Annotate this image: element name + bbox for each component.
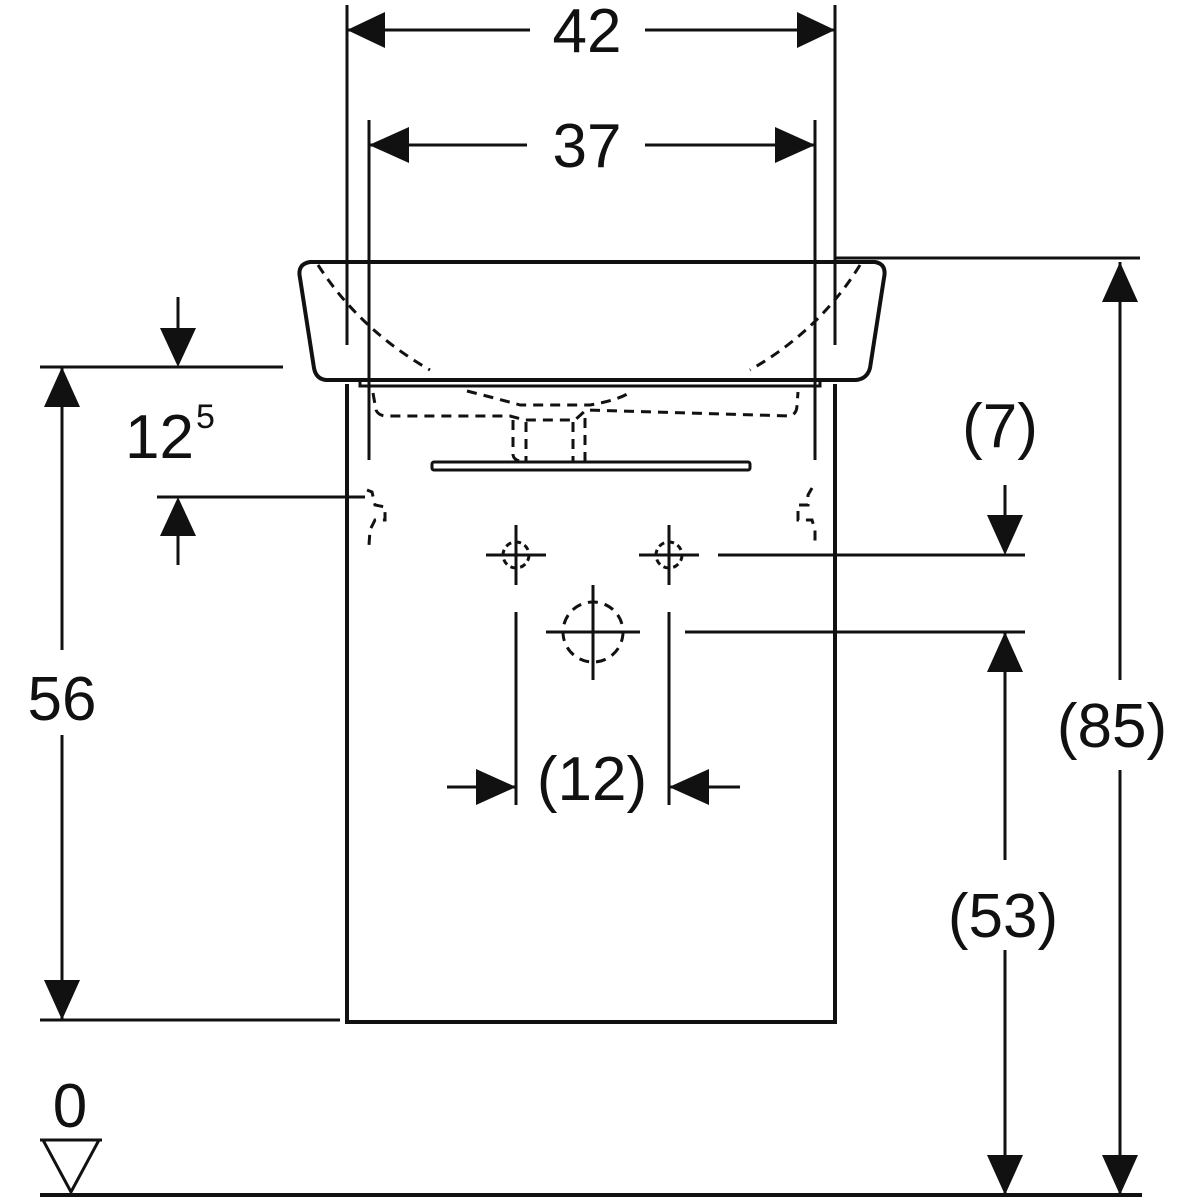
tap-hole-right [639, 525, 699, 585]
basin-bowl-hidden [316, 264, 862, 372]
siphon-hidden [511, 418, 587, 463]
drawer-handle [430, 460, 752, 472]
wall-bracket-left [366, 488, 387, 546]
vanity-top-plate [358, 378, 822, 388]
dim-basin-depth: 12 5 [40, 297, 365, 565]
dim-56-label: 56 [28, 665, 97, 734]
tap-hole-left [486, 525, 546, 585]
dim-12-hole-label: (12) [537, 745, 647, 814]
washbasin-outline [297, 260, 887, 382]
dim-85-label: (85) [1057, 692, 1167, 761]
dim-tap-offset: (7) [718, 392, 1038, 557]
vanity-cabinet [345, 384, 837, 1024]
dim-37-label: 37 [553, 112, 622, 181]
floor-level: 0 [40, 1072, 1142, 1197]
waste-hole [546, 585, 640, 680]
dim-waste-height: (53) [685, 630, 1058, 1195]
dim-12-label: 12 [125, 403, 194, 472]
dim-total-height: (85) [835, 256, 1167, 1195]
dim-12-superscript: 5 [196, 398, 215, 436]
dim-42-label: 42 [553, 0, 622, 66]
svg-text:12: 12 [125, 403, 194, 472]
dim-inner-width: 37 [367, 112, 817, 460]
dim-cabinet-height: 56 [28, 367, 340, 1022]
dim-hole-spacing: (12) [447, 612, 740, 814]
dim-7-label: (7) [962, 392, 1038, 461]
dim-overall-width: 42 [345, 0, 837, 345]
floor-zero-label: 0 [53, 1072, 87, 1141]
dim-53-label: (53) [948, 882, 1058, 951]
wall-bracket-right [796, 487, 817, 545]
basin-bottom-hidden [371, 389, 800, 422]
